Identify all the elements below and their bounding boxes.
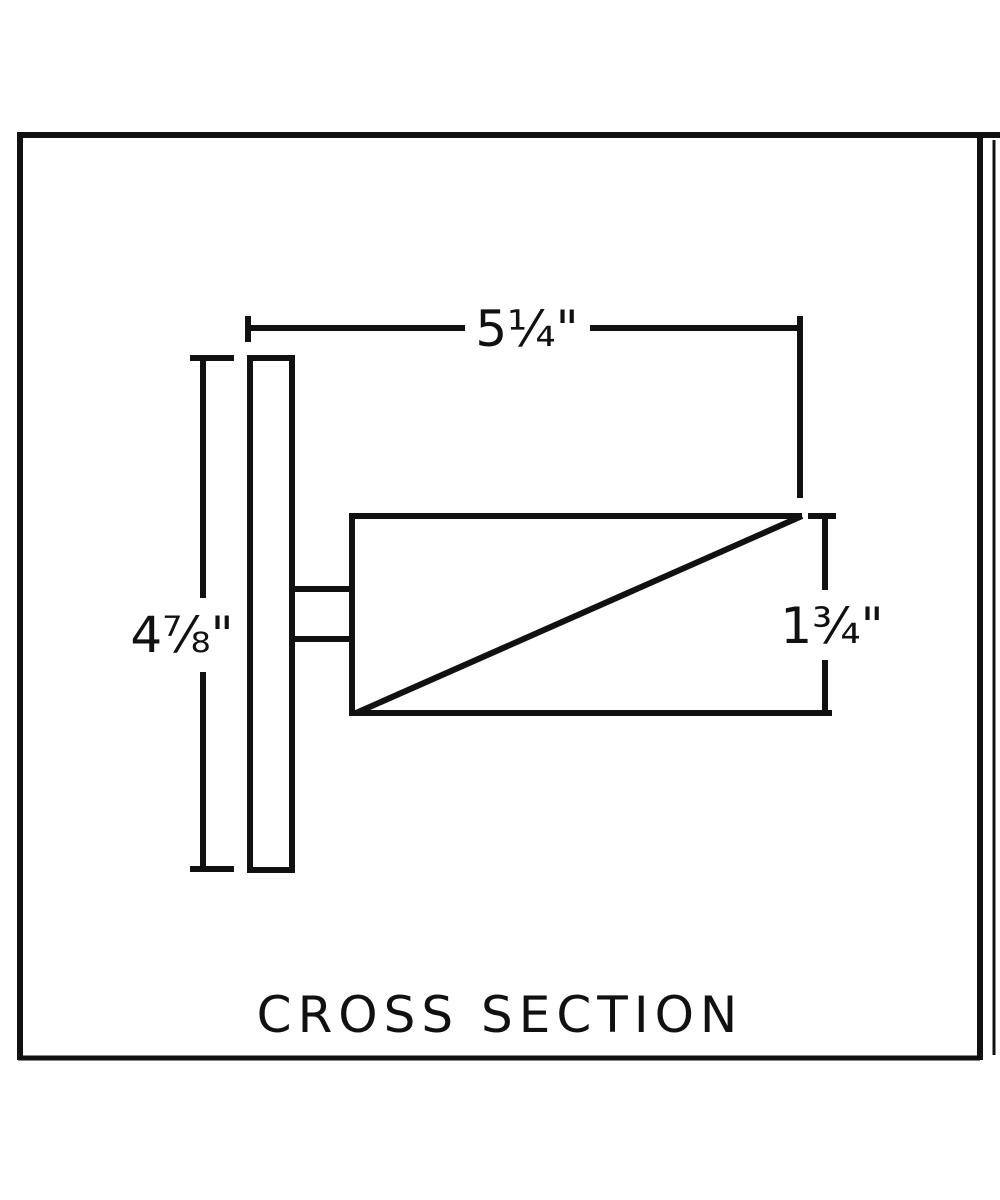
frame-border xyxy=(17,132,1000,1060)
depth-dim-label: 1¾" xyxy=(780,597,883,655)
height-dim-label: 4⅞" xyxy=(130,606,233,664)
head-diagonal xyxy=(354,513,804,716)
diagram-title: CROSS SECTION xyxy=(257,986,744,1044)
width-dim-label: 5¼" xyxy=(475,300,578,358)
mounting-plate xyxy=(247,355,295,873)
